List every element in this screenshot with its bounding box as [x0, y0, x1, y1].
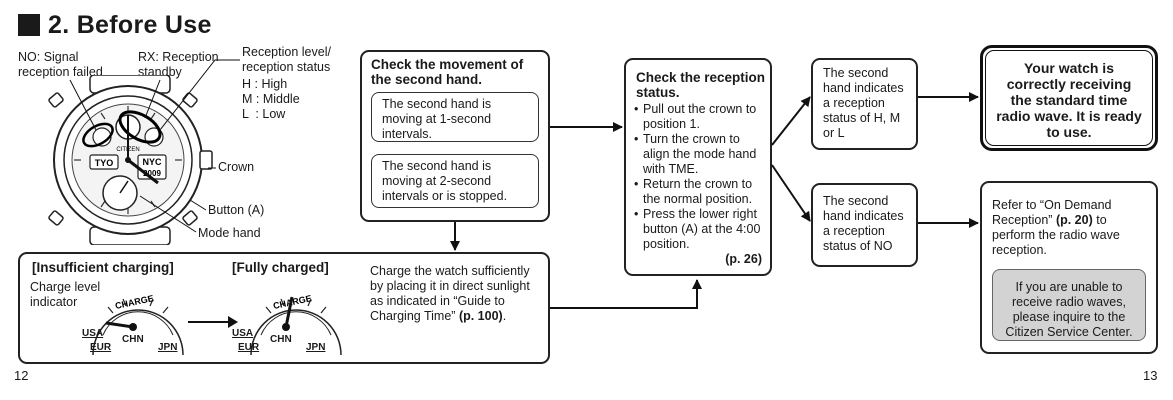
reception-step: Press the lower right button (A) at the … — [634, 207, 768, 252]
charge-level-indicator-label: Charge level indicator — [30, 280, 101, 309]
reception-status-box: Check the reception status. Pull out the… — [624, 58, 772, 276]
page-number-left: 12 — [14, 368, 29, 383]
on-demand-text-start: Refer to “On Demand Reception” — [992, 198, 1112, 227]
check-movement-title: Check the movement of the second hand. — [371, 57, 524, 87]
result-ok-box: Your watch is correctly receiving the st… — [980, 45, 1158, 151]
charging-page-ref: (p. 100) — [458, 309, 503, 323]
fully-charged-label: [Fully charged] — [232, 260, 329, 275]
page-title: 2. Before Use — [48, 10, 212, 39]
watch-tyo: TYO — [95, 158, 114, 168]
result-ok-text: Your watch is correctly receiving the st… — [996, 60, 1142, 140]
on-demand-page-ref: (p. 20) — [1055, 213, 1093, 227]
charging-text: Charge the watch sufficiently by placing… — [370, 264, 530, 323]
status-no-box: The second hand indicates a reception st… — [811, 183, 918, 267]
service-note-box: If you are unable to receive radio waves… — [992, 269, 1146, 341]
dial1-chn: CHN — [122, 334, 144, 345]
movement-option-1s: The second hand is moving at 1-second in… — [371, 92, 539, 142]
reception-steps: Pull out the crown to position 1. Turn t… — [634, 102, 768, 252]
charging-box: [Insufficient charging] [Fully charged] … — [18, 252, 550, 364]
insufficient-charging-label: [Insufficient charging] — [32, 260, 174, 275]
charge-dial-full: CHARGE — [250, 293, 342, 355]
watch-nyc: NYC — [142, 157, 162, 167]
result-ok-inner-border — [985, 50, 1153, 146]
reception-page-ref: (p. 26) — [725, 252, 762, 266]
charge-dial-insufficient: CHARGE — [92, 293, 184, 355]
page-number-right: 13 — [1143, 368, 1158, 383]
heading-square-icon — [18, 14, 40, 36]
arrow-reception-to-no — [771, 164, 811, 222]
dial1-eur: EUR — [90, 342, 112, 353]
label-button-a: Button (A) — [208, 203, 265, 217]
reception-step: Turn the crown to align the mode hand wi… — [634, 132, 768, 177]
reception-step: Return the crown to the normal position. — [634, 177, 768, 207]
reception-status-title: Check the reception status. — [636, 70, 766, 100]
watch-leader-lines — [69, 59, 240, 233]
label-level-m: M : Middle — [242, 92, 300, 106]
label-reception-level: Reception level/ reception status — [242, 45, 331, 74]
dial1-jpn: JPN — [158, 342, 178, 353]
on-demand-box: Refer to “On Demand Reception” (p. 20) t… — [980, 181, 1158, 354]
label-level-l: L : Low — [242, 107, 286, 121]
on-demand-text: Refer to “On Demand Reception” (p. 20) t… — [992, 198, 1150, 258]
dial2-labels: USA EUR CHN JPN — [232, 328, 356, 356]
label-mode-hand: Mode hand — [198, 226, 261, 240]
check-movement-box: Check the movement of the second hand. T… — [360, 50, 550, 222]
section-heading: 2. Before Use — [18, 10, 212, 40]
dial2-chn: CHN — [270, 334, 292, 345]
label-no-signal: NO: Signal reception failed — [18, 50, 103, 79]
label-crown: Crown — [218, 160, 255, 174]
movement-option-2s: The second hand is moving at 2-second in… — [371, 154, 539, 208]
dial2-eur: EUR — [238, 342, 260, 353]
watch-year: 2009 — [143, 169, 161, 178]
charge-arrow — [188, 316, 238, 328]
label-level-h: H : High — [242, 77, 288, 91]
arrow-charging-to-reception — [550, 279, 702, 309]
dial2-usa: USA — [232, 328, 254, 339]
dial2-jpn: JPN — [306, 342, 326, 353]
on-demand-text-end: to perform the radio wave reception. — [992, 213, 1120, 257]
charging-instructions: Charge the watch sufficiently by placing… — [370, 264, 535, 324]
arrow-reception-to-hml — [771, 96, 811, 146]
dial1-usa: USA — [82, 328, 104, 339]
dial1-labels: USA EUR CHN JPN — [78, 328, 198, 356]
status-hml-box: The second hand indicates a reception st… — [811, 58, 918, 150]
reception-step: Pull out the crown to position 1. — [634, 102, 768, 132]
charging-text-end: . — [502, 309, 507, 323]
watch-illustration: TYO NYC 2009 CITIZEN — [48, 75, 213, 245]
